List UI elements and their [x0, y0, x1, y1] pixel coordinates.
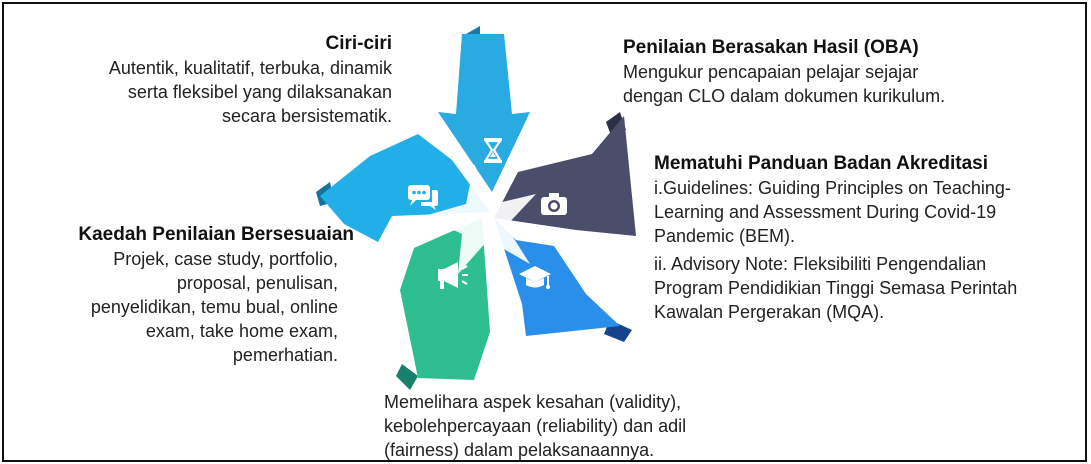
- ciri-ciri-block: Ciri-ciri Autentik, kualitatif, terbuka,…: [24, 32, 392, 128]
- kaedah-line: Projek, case study, portfolio,: [113, 249, 338, 269]
- camera-icon: [541, 193, 567, 215]
- kaedah-block: Kaedah Penilaian Bersesuaian Projek, cas…: [14, 223, 354, 367]
- ciri-ciri-line: serta fleksibel yang dilaksanakan: [127, 82, 392, 102]
- akreditasi-line: Pandemic (BEM).: [654, 226, 796, 246]
- arrow-bottom-left-fold: [396, 364, 418, 390]
- ciri-ciri-title: Ciri-ciri: [325, 33, 392, 54]
- center-star: [424, 164, 536, 274]
- akreditasi-line: Learning and Assessment During Covid-19: [654, 202, 997, 222]
- pinwheel-diagram: [316, 26, 636, 390]
- kesahan-block: Memelihara aspek kesahan (validity), keb…: [384, 390, 804, 460]
- kaedah-line: pemerhatian.: [232, 345, 338, 365]
- arrow-top: [438, 26, 530, 192]
- oba-line: Mengukur pencapaian pelajar sejajar: [623, 62, 919, 82]
- oba-block: Penilaian Berasakan Hasil (OBA) Mengukur…: [623, 36, 1063, 108]
- oba-line: dengan CLO dalam dokumen kurikulum.: [623, 86, 946, 106]
- akreditasi-line: i.Guidelines: Guiding Principles on Teac…: [654, 178, 1011, 198]
- arrow-left-shape: [320, 134, 490, 242]
- akreditasi-block: Mematuhi Panduan Badan Akreditasi i.Guid…: [654, 152, 1085, 324]
- arrow-left: [316, 134, 490, 242]
- mortarboard-icon: [519, 266, 551, 289]
- kesahan-line: (fairness) dalam pelaksanaannya.: [384, 440, 655, 460]
- arrow-right: [494, 112, 636, 236]
- kesahan-line: kebolehpercayaan (reliability) dan adil: [384, 416, 687, 436]
- akreditasi-line: Program Pendidikian Tinggi Semasa Perint…: [654, 278, 1018, 298]
- ciri-ciri-line: secara bersistematik.: [221, 106, 392, 126]
- kesahan-line: Memelihara aspek kesahan (validity),: [384, 392, 682, 412]
- ciri-ciri-line: Autentik, kualitatif, terbuka, dinamik: [108, 58, 392, 78]
- kaedah-line: proposal, penulisan,: [176, 273, 338, 293]
- oba-title: Penilaian Berasakan Hasil (OBA): [623, 37, 919, 58]
- kaedah-line: penyelidikan, temu bual, online: [90, 297, 338, 317]
- akreditasi-line: ii. Advisory Note: Fleksibiliti Pengenda…: [654, 254, 987, 274]
- megaphone-icon: [438, 262, 468, 289]
- kaedah-line: exam, take home exam,: [145, 321, 338, 341]
- akreditasi-title: Mematuhi Panduan Badan Akreditasi: [654, 153, 988, 174]
- arrow-top-shape: [438, 34, 530, 192]
- kaedah-title: Kaedah Penilaian Bersesuaian: [78, 224, 354, 245]
- chat-icon: [408, 185, 438, 210]
- hourglass-icon: [483, 138, 503, 163]
- arrow-right-shape: [494, 116, 636, 236]
- arrow-bottom-right-shape: [494, 218, 620, 336]
- akreditasi-line: Kawalan Pergerakan (MQA).: [654, 302, 885, 322]
- arrow-bottom-right: [494, 218, 632, 342]
